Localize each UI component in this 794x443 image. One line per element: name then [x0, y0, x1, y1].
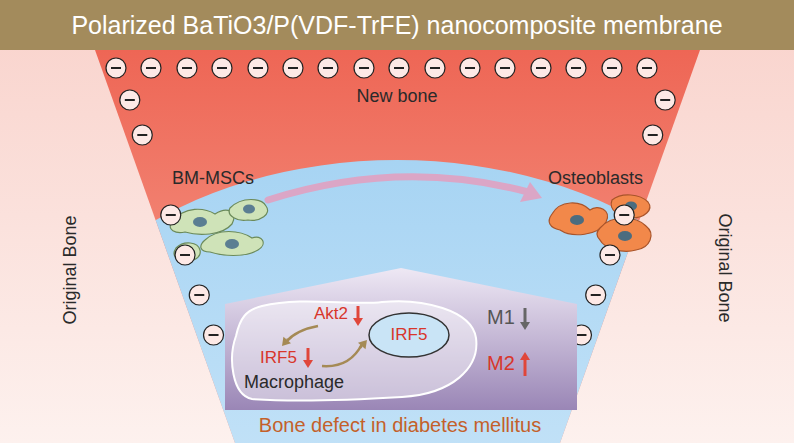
cell-label: BM-MSCs — [172, 168, 254, 189]
m2-label: M2 — [487, 352, 515, 375]
gene-label: IRF5 — [260, 348, 297, 368]
macrophage-cell: Akt2IRF5MacrophageIRF5 — [232, 298, 480, 402]
immune-panel: M1M2Akt2IRF5MacrophageIRF5 — [225, 268, 577, 410]
cell-label: Macrophage — [244, 372, 344, 393]
gene-label: IRF5 — [368, 312, 450, 358]
membrane-band: Polarized BaTiO3/P(VDF-TrFE) nanocomposi… — [0, 0, 794, 50]
m1-label: M1 — [487, 306, 515, 329]
differentiation-arrow — [268, 177, 542, 202]
cell-label: Osteoblasts — [548, 168, 643, 189]
region-label: New bone — [297, 86, 497, 107]
gene-label: Akt2 — [314, 304, 348, 324]
nucleus: IRF5 — [368, 312, 450, 358]
bone-defect — [0, 50, 794, 443]
caption-label: Bone defect in diabetes mellitus — [150, 414, 650, 437]
title-text: Polarized BaTiO3/P(VDF-TrFE) nanocomposi… — [0, 0, 794, 50]
region-label: Original Bone — [60, 215, 81, 324]
region-label: Original Bone — [715, 213, 736, 322]
osteoblasts — [549, 195, 651, 251]
